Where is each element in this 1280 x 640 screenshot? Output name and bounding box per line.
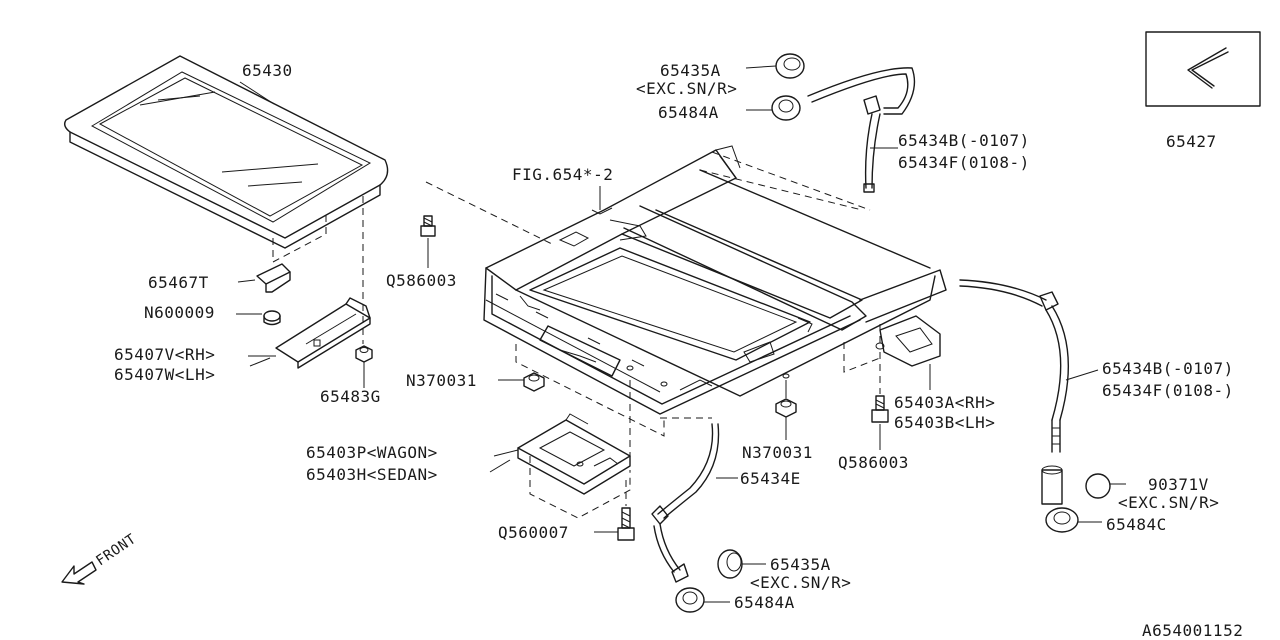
drain-hose-65434BF-top[interactable] — [807, 67, 916, 193]
label-65484A-top[interactable]: 65484A — [658, 103, 719, 122]
label-65407W[interactable]: 65407W<LH> — [114, 365, 215, 384]
label-N600009[interactable]: N600009 — [144, 303, 215, 322]
label-65430[interactable]: 65430 — [242, 61, 293, 80]
grommet-65435A-top[interactable] — [775, 53, 805, 79]
nut-N600009[interactable] — [263, 310, 281, 326]
label-65484A-bottom[interactable]: 65484A — [734, 593, 795, 612]
label-exc-right: <EXC.SN/R> — [1118, 493, 1219, 512]
label-90371V[interactable]: 90371V — [1148, 475, 1209, 494]
label-Q560007[interactable]: Q560007 — [498, 523, 569, 542]
label-65434B-right[interactable]: 65434B(-0107) — [1102, 359, 1234, 378]
drain-hose-65434E[interactable] — [651, 423, 720, 583]
label-65467T[interactable]: 65467T — [148, 273, 209, 292]
label-65434B-top[interactable]: 65434B(-0107) — [898, 131, 1030, 150]
label-65403P[interactable]: 65403P<WAGON> — [306, 443, 438, 462]
label-exc-bottom: <EXC.SN/R> — [750, 573, 851, 592]
grommet-65484A-top[interactable] — [771, 95, 801, 121]
sunroof-frame[interactable] — [483, 145, 947, 415]
label-65434F-top[interactable]: 65434F(0108-) — [898, 153, 1030, 172]
label-65483G[interactable]: 65483G — [320, 387, 381, 406]
label-N370031-left[interactable]: N370031 — [406, 371, 477, 390]
label-exc-top: <EXC.SN/R> — [636, 79, 737, 98]
label-fig-reference[interactable]: FIG.654*-2 — [512, 165, 613, 184]
bolt-Q560007[interactable] — [617, 507, 635, 541]
label-Q586003-right[interactable]: Q586003 — [838, 453, 909, 472]
label-65403H[interactable]: 65403H<SEDAN> — [306, 465, 438, 484]
label-Q586003-left[interactable]: Q586003 — [386, 271, 457, 290]
label-front: FRONT — [93, 531, 139, 569]
label-65427[interactable]: 65427 — [1166, 132, 1217, 151]
bolt-Q586003-left[interactable] — [420, 215, 436, 237]
label-65434F-right[interactable]: 65434F(0108-) — [1102, 381, 1234, 400]
bracket-65403PH[interactable] — [517, 413, 631, 495]
label-65407V[interactable]: 65407V<RH> — [114, 345, 215, 364]
grommet-90371V[interactable] — [1085, 473, 1111, 499]
bolt-Q586003-right[interactable] — [871, 395, 889, 423]
nut-N370031-left[interactable] — [523, 372, 545, 392]
grommet-65484A-bottom[interactable] — [675, 587, 705, 613]
bracket-65407VW[interactable] — [275, 297, 371, 369]
label-65435A-bottom[interactable]: 65435A — [770, 555, 831, 574]
grommet-65484C[interactable] — [1045, 507, 1079, 533]
label-diagram-id: A654001152 — [1142, 621, 1243, 640]
label-65435A-top[interactable]: 65435A — [660, 61, 721, 80]
front-arrow-icon — [61, 561, 97, 585]
label-65434E[interactable]: 65434E — [740, 469, 801, 488]
nut-N370031-right[interactable] — [775, 398, 797, 418]
nut-65483G[interactable] — [355, 345, 373, 363]
inset-box-65427[interactable] — [1145, 31, 1261, 107]
label-65403A[interactable]: 65403A<RH> — [894, 393, 995, 412]
label-65484C[interactable]: 65484C — [1106, 515, 1167, 534]
drain-hose-65434BF-right[interactable] — [959, 279, 1070, 505]
clip-65467T[interactable] — [256, 263, 291, 293]
grommet-65435A-bottom[interactable] — [717, 549, 743, 579]
label-65403B[interactable]: 65403B<LH> — [894, 413, 995, 432]
label-N370031-right[interactable]: N370031 — [742, 443, 813, 462]
glass-panel-65430[interactable] — [63, 55, 389, 249]
